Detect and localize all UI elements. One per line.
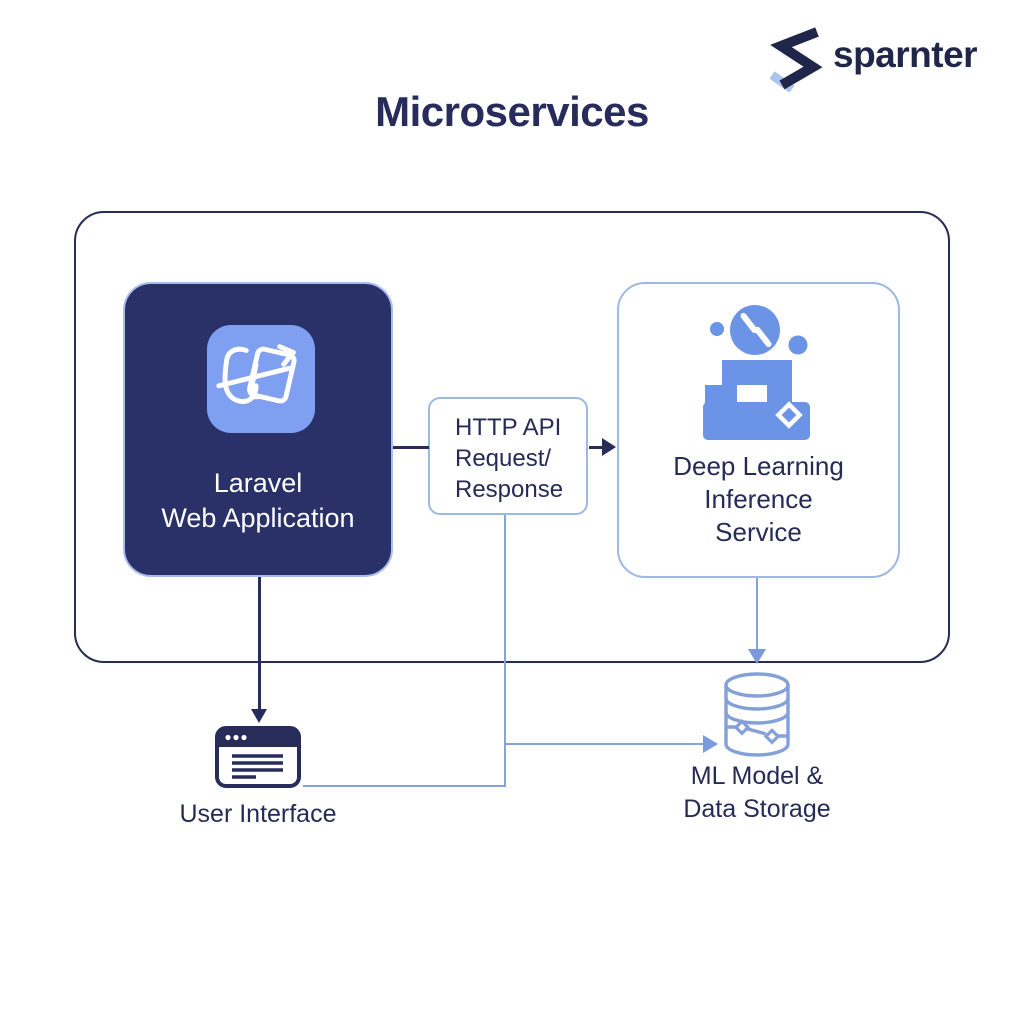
laravel-label: Laravel Web Application [123, 466, 393, 536]
brand-name: sparnter [833, 34, 978, 75]
arrowhead-into-storage-left [703, 735, 718, 753]
http-api-line3: Response [455, 476, 564, 503]
connector-dl-to-storage [756, 578, 758, 650]
ml-storage-line1: ML Model & [690, 762, 824, 790]
http-api-line2: Request/ [455, 445, 552, 472]
http-api-node: HTTP API Request/ Response [428, 397, 588, 515]
deep-learning-label: Deep Learning Inference Service [617, 450, 900, 549]
browser-window-icon [215, 726, 301, 788]
deep-learning-line1: Deep Learning [673, 451, 844, 481]
arrowhead-into-deep-learning [602, 438, 616, 456]
http-api-line1: HTTP API [455, 414, 562, 441]
deep-learning-line2: Inference [704, 484, 813, 514]
connector-junction-to-storage [504, 743, 704, 745]
connector-laravel-to-http [393, 446, 429, 449]
user-interface-label: User Interface [179, 800, 337, 828]
deep-learning-line3: Service [715, 517, 802, 547]
ml-storage-label: ML Model & Data Storage [657, 760, 857, 826]
laravel-label-line2: Web Application [161, 503, 355, 533]
laravel-label-line1: Laravel [213, 468, 303, 498]
connector-ui-to-junction [303, 785, 506, 787]
page-title: Microservices [375, 88, 649, 135]
inference-service-icon [703, 305, 810, 440]
arrowhead-into-storage-top [748, 649, 766, 664]
brand-logo: sparnter [768, 27, 978, 92]
laravel-app-icon [216, 344, 297, 404]
sparnter-s-icon [769, 27, 823, 92]
connector-http-down [504, 515, 506, 787]
database-icon [724, 672, 790, 757]
ml-storage-line2: Data Storage [683, 795, 831, 823]
connector-http-to-dl [589, 446, 604, 449]
connector-laravel-to-ui [258, 577, 261, 710]
arrowhead-into-user-interface [251, 709, 267, 723]
